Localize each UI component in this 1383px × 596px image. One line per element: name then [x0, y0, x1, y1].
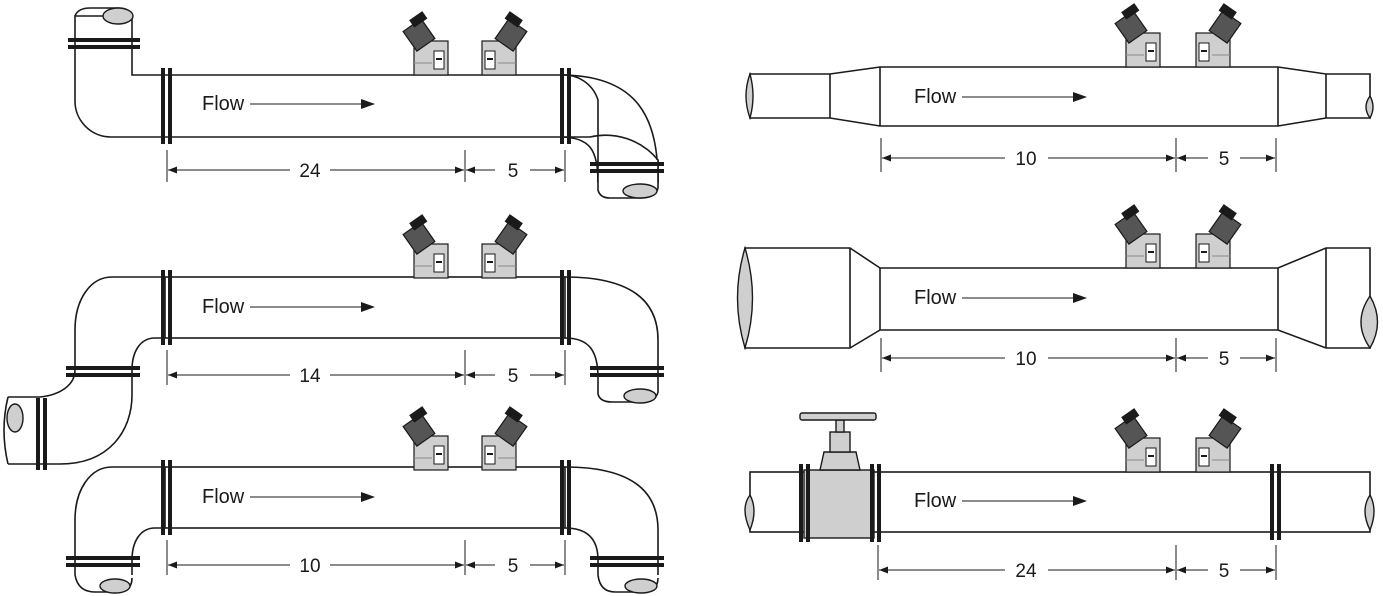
flow-label: Flow	[914, 86, 957, 108]
flow-label: Flow	[914, 287, 957, 309]
ultrasonic-transducer-icon	[1114, 203, 1161, 269]
panel-elbow: Flow 24 5	[68, 7, 664, 199]
panel-reducer: Flow 10 5	[745, 2, 1374, 172]
ultrasonic-transducer-icon	[1114, 2, 1161, 68]
pipe-end-cap	[745, 71, 754, 121]
panel-valve: Flow 24 5	[744, 407, 1375, 582]
pipe-end-cap	[1364, 493, 1375, 532]
pipe-end-cap	[624, 578, 658, 594]
panel-expander: Flow 10 5	[736, 203, 1379, 372]
gate-valve-icon	[799, 412, 877, 539]
upstream-distance-label: 10	[1015, 349, 1036, 370]
ultrasonic-transducer-icon	[1195, 407, 1242, 473]
downstream-distance-label: 5	[1219, 149, 1230, 170]
panel-u-bend: Flow 10 5	[66, 405, 664, 594]
downstream-distance-label: 5	[508, 556, 519, 577]
downstream-distance-label: 5	[1219, 349, 1230, 370]
pipe-end-cap	[99, 578, 131, 594]
pipe-end-cap	[623, 388, 657, 404]
upstream-distance-label: 24	[299, 161, 321, 182]
upstream-distance-label: 10	[299, 556, 320, 577]
pipe-end-cap	[102, 7, 134, 25]
pipe-end-cap	[744, 493, 755, 532]
ultrasonic-transducer-icon	[402, 213, 449, 279]
panel-double-elbow: Flow 14 5	[3, 213, 664, 470]
flow-label: Flow	[202, 93, 245, 115]
ultrasonic-transducer-icon	[481, 213, 528, 279]
ultrasonic-transducer-icon	[1114, 407, 1161, 473]
flow-label: Flow	[202, 486, 245, 508]
pipe-end-cap	[1365, 94, 1374, 120]
flow-label: Flow	[202, 296, 245, 318]
pipe-end-cap	[1360, 294, 1379, 350]
pipe-run	[164, 466, 566, 529]
pipe-end-cap	[622, 183, 658, 199]
upstream-distance-label: 24	[1015, 561, 1037, 582]
downstream-distance-label: 5	[508, 161, 519, 182]
ultrasonic-transducer-icon	[481, 405, 528, 471]
upstream-distance-label: 14	[299, 366, 321, 387]
upstream-distance-label: 10	[1015, 149, 1036, 170]
flow-label: Flow	[914, 490, 957, 512]
ultrasonic-transducer-icon	[402, 405, 449, 471]
ultrasonic-transducer-icon	[402, 10, 449, 76]
downstream-distance-label: 5	[1219, 561, 1230, 582]
ultrasonic-transducer-icon	[481, 10, 528, 76]
ultrasonic-transducer-icon	[1195, 203, 1242, 269]
ultrasonic-transducer-icon	[1195, 2, 1242, 68]
downstream-distance-label: 5	[508, 366, 519, 387]
pipe-end-cap	[736, 245, 754, 351]
pipe-end-cap	[6, 403, 24, 433]
